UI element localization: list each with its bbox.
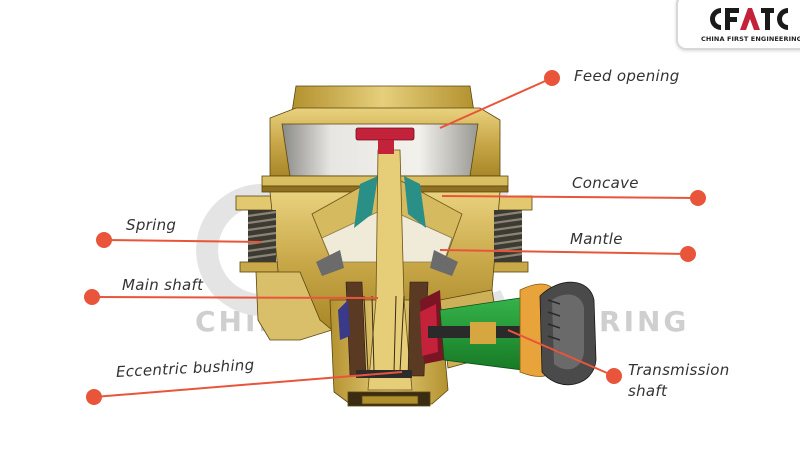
label-main-shaft: Main shaft xyxy=(122,276,204,294)
label-concave: Concave xyxy=(572,174,639,192)
label-feed-opening: Feed opening xyxy=(574,67,680,85)
callout-dot-feed-opening xyxy=(544,70,560,86)
label-mantle: Mantle xyxy=(570,230,623,248)
callout-lines xyxy=(84,70,706,405)
callout-line-spring xyxy=(103,239,263,243)
springs xyxy=(247,210,523,262)
callout-line-eccentric-bushing xyxy=(93,371,403,398)
callout-line-transmission-shaft xyxy=(507,329,615,377)
callout-line-concave xyxy=(441,195,699,199)
cftc-logo-icon xyxy=(710,8,788,30)
callout-dot-main-shaft xyxy=(84,289,100,305)
callout-line-main-shaft xyxy=(91,296,379,299)
callout-dot-mantle xyxy=(680,246,696,262)
callout-line-feed-opening xyxy=(439,77,553,129)
logo-subtitle: CHINA FIRST ENGINEERING xyxy=(701,35,800,43)
callout-dot-spring xyxy=(96,232,112,248)
callout-dot-concave xyxy=(690,190,706,206)
label-transmission-shaft-line1: Transmission xyxy=(628,361,730,379)
label-spring: Spring xyxy=(126,216,177,234)
callout-dot-eccentric-bushing xyxy=(86,389,102,405)
main-shaft xyxy=(355,127,415,391)
label-transmission-shaft-line2: shaft xyxy=(628,382,668,400)
transmission-shaft-assembly xyxy=(428,281,597,386)
callout-line-mantle xyxy=(439,249,689,255)
callout-dot-transmission-shaft xyxy=(606,368,622,384)
